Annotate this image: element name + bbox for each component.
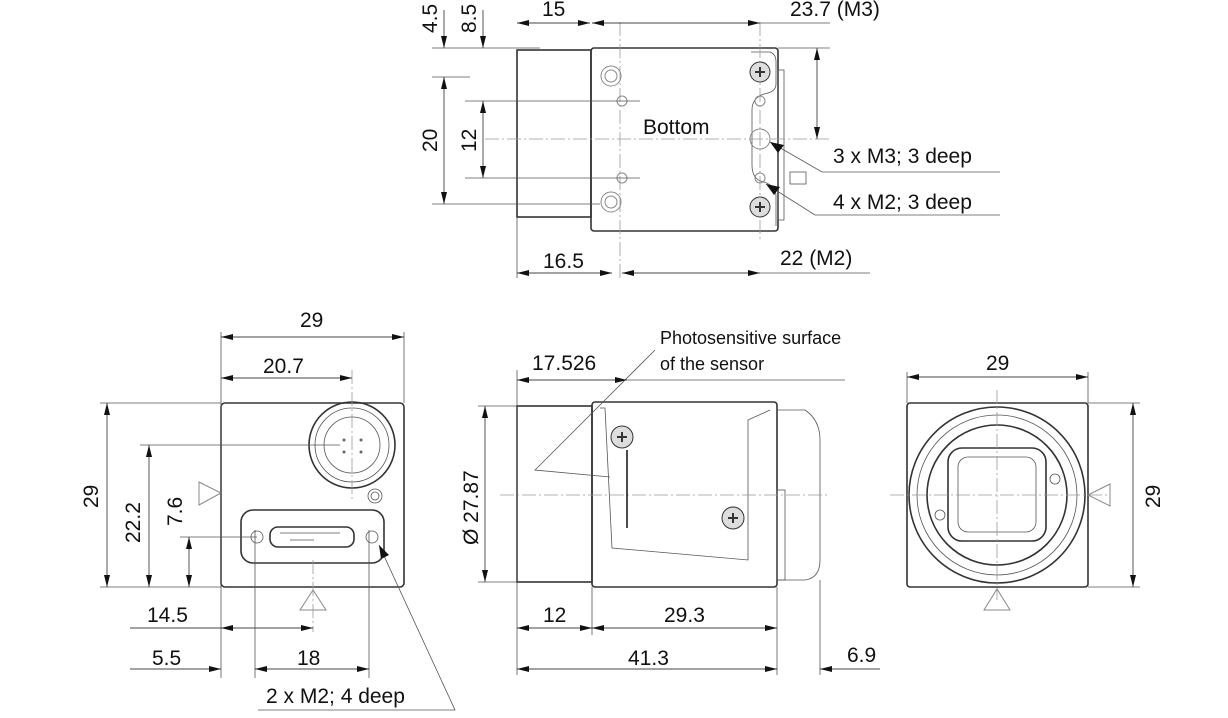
screw-icon: [749, 61, 771, 83]
bottom-view-label: Bottom: [643, 116, 710, 139]
dim-4-5: 4.5: [419, 4, 442, 33]
dim-41-3: 41.3: [628, 647, 669, 670]
dim-6-9: 6.9: [847, 644, 876, 667]
dim-12-lens: 12: [543, 604, 566, 627]
dim-22-m2: 22 (M2): [780, 247, 852, 270]
front-view: 29 29: [890, 352, 1165, 611]
dim-16-5: 16.5: [543, 250, 584, 273]
screw-icon: [721, 506, 745, 530]
dim-18: 18: [297, 647, 320, 670]
rear-view: 29 20.7 29 22.2 7.6 14.5 5.5 18 2 x M2; …: [80, 309, 456, 711]
dim-29-3: 29.3: [664, 604, 705, 627]
dim-22-2: 22.2: [122, 502, 145, 543]
usb-port-icon: [269, 526, 355, 548]
sensor-note-line2: of the sensor: [660, 354, 764, 374]
screw-icon: [610, 425, 634, 449]
dim-23-7-m3: 23.7 (M3): [790, 0, 880, 21]
dim-17-526: 17.526: [532, 352, 596, 375]
dim-15: 15: [542, 0, 565, 21]
dim-front-width-29: 29: [986, 352, 1009, 375]
callout-m3-holes: 3 x M3; 3 deep: [833, 145, 972, 168]
dim-rear-height-29: 29: [80, 485, 103, 508]
dim-rear-width-29: 29: [300, 309, 323, 332]
dim-14-5: 14.5: [147, 604, 188, 627]
dim-20-7: 20.7: [263, 355, 304, 378]
callout-rear-m2-holes: 2 x M2; 4 deep: [266, 685, 405, 708]
side-view: Photosensitive surface of the sensor 17.…: [460, 328, 880, 675]
dim-12: 12: [458, 129, 481, 152]
dim-diameter-27-87: Ø 27.87: [460, 470, 483, 545]
dim-20: 20: [419, 129, 442, 152]
dim-7-6: 7.6: [164, 497, 187, 526]
sensor-note-line1: Photosensitive surface: [660, 328, 841, 348]
bottom-view: Bottom 4.5 8.5 20 12 15 23.7 (M3) 16.5 2…: [419, 0, 1000, 278]
screw-icon: [749, 196, 771, 218]
dim-8-5: 8.5: [458, 4, 481, 33]
callout-m2-holes: 4 x M2; 3 deep: [833, 191, 972, 214]
dim-front-height-29: 29: [1142, 485, 1165, 508]
dim-5-5: 5.5: [152, 647, 181, 670]
